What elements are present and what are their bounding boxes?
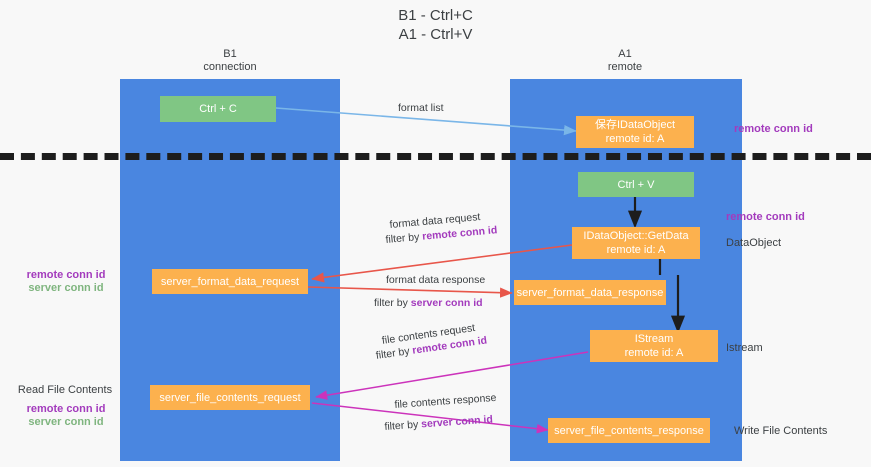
- edge-label-format-data-response: format data response: [386, 274, 486, 286]
- node-server-file-contents-request[interactable]: server_file_contents_request: [150, 385, 310, 410]
- node-ctrl-v[interactable]: Ctrl + V: [578, 172, 694, 197]
- node-ctrl-c[interactable]: Ctrl + C: [160, 96, 276, 122]
- annotation-read-file-contents: Read File Contents: [17, 384, 113, 396]
- annotation-left-remote-conn-id-2: remote conn id: [26, 403, 106, 415]
- lane-header-b1: B1 connection: [203, 48, 257, 73]
- node-istream[interactable]: IStream remote id: A: [590, 330, 718, 362]
- node-server-format-data-response[interactable]: server_format_data_response: [514, 280, 666, 305]
- annotation-dataobject: DataObject: [726, 237, 782, 249]
- node-server-file-contents-response[interactable]: server_file_contents_response: [548, 418, 710, 443]
- edge-label-format-data-response-filter: filter by server conn id: [374, 296, 483, 311]
- edge-label-format-list: format list: [398, 102, 444, 114]
- node-save-idataobject[interactable]: 保存IDataObject remote id: A: [576, 116, 694, 148]
- lane-header-a1: A1 remote: [607, 48, 643, 73]
- annotation-left-server-conn-id-1: server conn id: [28, 282, 104, 294]
- annotation-remote-conn-id-mid: remote conn id: [726, 211, 805, 223]
- annotation-remote-conn-id-top: remote conn id: [734, 123, 813, 135]
- annotation-write-file-contents: Write File Contents: [734, 425, 828, 437]
- annotation-left-server-conn-id-2: server conn id: [28, 416, 104, 428]
- filter-key-server-conn-id: server conn id: [420, 413, 494, 431]
- node-idataobject-getdata[interactable]: IDataObject::GetData remote id: A: [572, 227, 700, 259]
- page-title: B1 - Ctrl+C A1 - Ctrl+V: [398, 7, 473, 43]
- filter-by-text: filter by: [374, 297, 411, 309]
- filter-by-text: filter by: [384, 418, 422, 433]
- annotation-istream: Istream: [726, 342, 763, 354]
- node-server-format-data-request[interactable]: server_format_data_request: [152, 269, 308, 294]
- filter-by-text: filter by: [385, 230, 423, 246]
- filter-key-server-conn-id: server conn id: [410, 297, 483, 309]
- annotation-left-remote-conn-id-1: remote conn id: [26, 269, 106, 281]
- phase-divider: [0, 153, 871, 160]
- filter-by-text: filter by: [375, 344, 414, 362]
